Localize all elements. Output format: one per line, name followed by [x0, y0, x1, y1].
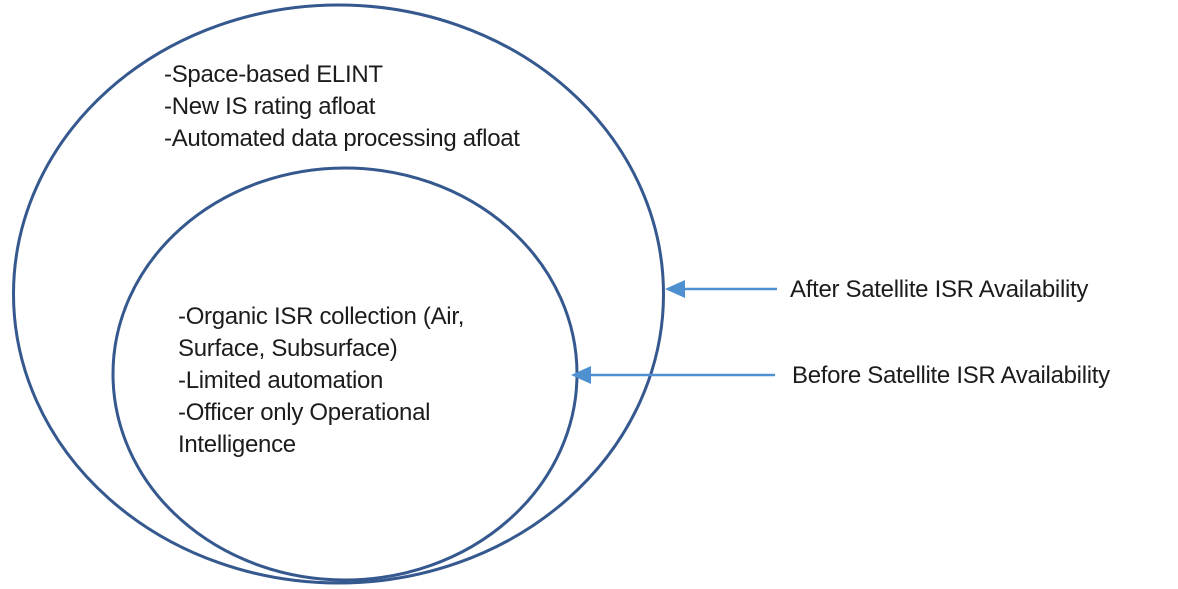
outer-circle-text-list: -Space-based ELINT -New IS rating afloat…: [164, 59, 520, 155]
inner-circle-text-line: -Limited automation: [178, 367, 384, 394]
inner-circle-text-list: -Organic ISR collection (Air, Surface, S…: [178, 301, 464, 461]
outer-circle-text-line: -Space-based ELINT: [164, 61, 383, 88]
inner-circle-text-line: -Organic ISR collection (Air,: [178, 303, 465, 330]
outer-circle-text-line: -New IS rating afloat: [164, 93, 376, 120]
before-arrowhead-icon: [571, 366, 591, 384]
inner-circle-text-line: -Officer only Operational: [178, 399, 431, 426]
inner-circle-text-line: Intelligence: [178, 431, 296, 458]
outer-circle-text-line: -Automated data processing afloat: [164, 125, 520, 152]
after-satellite-label: After Satellite ISR Availability: [790, 276, 1089, 303]
outer-circle: [12, 3, 665, 585]
after-arrowhead-icon: [665, 280, 685, 298]
before-satellite-label: Before Satellite ISR Availability: [792, 362, 1110, 389]
inner-circle-text-line: Surface, Subsurface): [178, 335, 398, 362]
